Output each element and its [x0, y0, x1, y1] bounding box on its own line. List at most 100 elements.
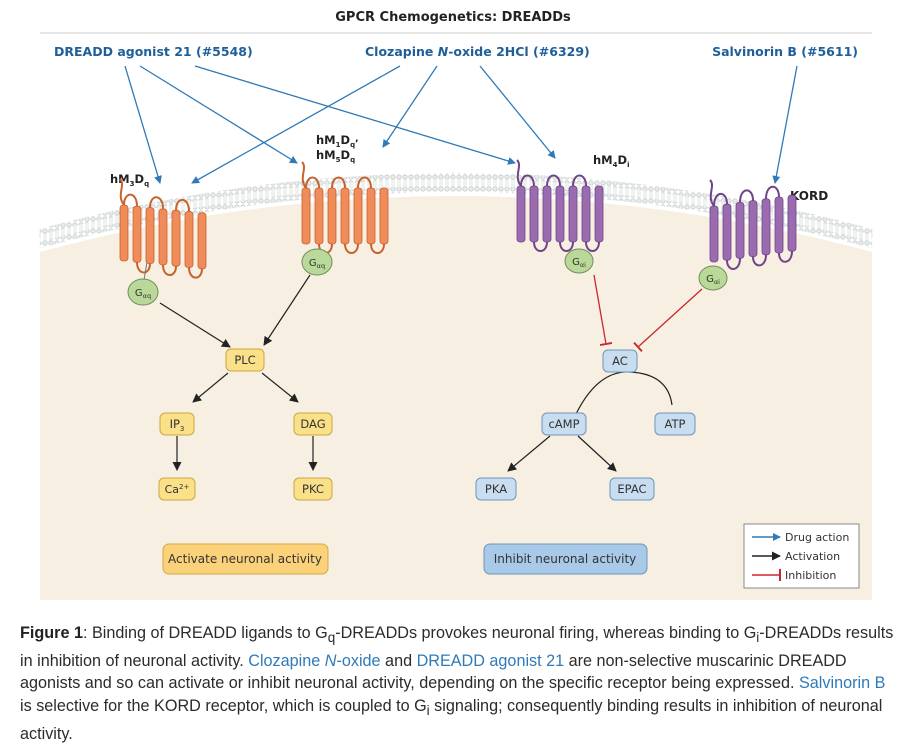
outcome-activate: Activate neuronal activity: [162, 543, 329, 575]
arrow-cno-to-hm5dq: [382, 65, 438, 148]
drug-action-arrows: [124, 65, 798, 184]
transmembrane-helix: [366, 187, 376, 245]
transmembrane-helix: [555, 185, 565, 243]
transmembrane-helix: [301, 187, 311, 245]
receptor-hm1dq-hm5dq: [301, 161, 389, 254]
transmembrane-helix: [171, 209, 181, 267]
receptor-kord: [709, 179, 797, 270]
drug-label-agonist21: DREADD agonist 21 (#5548): [54, 44, 253, 59]
node-ca: Ca2+: [158, 477, 196, 501]
svg-text:ATP: ATP: [665, 417, 686, 431]
transmembrane-helix: [709, 205, 719, 263]
receptor-n-terminus: [301, 161, 307, 189]
receptor-loop: [559, 241, 574, 252]
transmembrane-helix: [145, 207, 155, 265]
receptor-loop: [546, 174, 561, 187]
receptor-loop: [188, 267, 203, 279]
transmembrane-helix: [184, 211, 194, 268]
receptor-hm3dq: [119, 178, 207, 279]
transmembrane-helix: [379, 187, 389, 245]
receptor-loop: [136, 262, 151, 274]
outcome-inhibit: Inhibit neuronal activity: [483, 543, 648, 575]
transmembrane-helix: [353, 187, 363, 245]
node-atp: ATP: [654, 412, 696, 436]
transmembrane-helix: [158, 208, 168, 266]
receptor-loop: [726, 258, 741, 270]
receptor-loop: [713, 192, 728, 207]
receptor-n-terminus: [709, 179, 715, 207]
dreadd-diagram: GPCR Chemogenetics: DREADDs DREADD agoni…: [38, 10, 874, 600]
receptor-loop: [585, 241, 600, 252]
receptor-label-hm5dq: hM5Dq: [316, 148, 355, 164]
svg-text:PKC: PKC: [302, 482, 324, 496]
receptor-loop: [331, 176, 346, 189]
transmembrane-helix: [132, 205, 142, 263]
receptor-loop: [533, 241, 548, 252]
receptor-loop: [175, 198, 190, 212]
legend-activation: Activation: [785, 550, 840, 563]
svg-text:DAG: DAG: [300, 417, 325, 431]
svg-text:PLC: PLC: [234, 353, 255, 367]
receptor-hm4di: [516, 159, 604, 252]
transmembrane-helix: [722, 203, 732, 261]
transmembrane-helix: [748, 200, 758, 258]
g-protein-gai-hm4di: Gαi: [564, 248, 594, 274]
link-dreadd-agonist-21[interactable]: DREADD agonist 21: [416, 651, 565, 670]
receptor-loop: [739, 189, 754, 203]
receptor-label-kord: KORD: [790, 189, 828, 203]
arrow-cno-to-hm3dq: [191, 65, 401, 184]
svg-text:Activate neuronal activity: Activate neuronal activity: [168, 552, 322, 566]
transmembrane-helix: [542, 185, 552, 243]
svg-text:AC: AC: [612, 354, 628, 368]
arrow-cno-to-hm4di: [479, 65, 556, 159]
svg-text:PKA: PKA: [485, 482, 507, 496]
arrow-agonist21-to-hm1dq: [139, 65, 298, 164]
transmembrane-helix: [340, 187, 350, 245]
arrow-agonist21-to-hm4di: [194, 65, 516, 165]
receptor-loop: [520, 174, 535, 187]
receptor-n-terminus: [516, 159, 522, 187]
arrow-agonist21-to-hm3dq: [124, 65, 162, 184]
receptor-loop: [357, 176, 372, 189]
transmembrane-helix: [197, 212, 207, 270]
legend: Drug action Activation Inhibition: [743, 523, 860, 589]
node-pkc: PKC: [293, 477, 333, 501]
cytoplasm: [40, 196, 872, 600]
receptor-loop: [149, 196, 164, 209]
receptor-loop: [344, 243, 359, 254]
link-clozapine-n-oxide[interactable]: Clozapine N-oxide: [248, 651, 381, 670]
receptor-loop: [123, 193, 138, 207]
receptor-loop: [162, 264, 177, 277]
link-salvinorin-b[interactable]: Salvinorin B: [798, 674, 886, 693]
figure-title: GPCR Chemogenetics: DREADDs: [335, 10, 571, 25]
svg-text:Inhibit neuronal activity: Inhibit neuronal activity: [494, 552, 637, 566]
drug-label-cno: Clozapine N-oxide 2HCl (#6329): [365, 44, 590, 59]
drug-label-salvinorin: Salvinorin B (#5611): [712, 44, 858, 59]
receptor-label-hm1dq: hM1Dq,: [316, 133, 359, 149]
node-pka: PKA: [475, 477, 517, 501]
transmembrane-helix: [774, 196, 784, 254]
figure-caption: Figure 1: Binding of DREADD ligands to G…: [20, 624, 894, 743]
transmembrane-helix: [516, 185, 526, 243]
transmembrane-helix: [787, 194, 797, 252]
receptor-loop: [765, 185, 780, 199]
legend-drug-action: Drug action: [785, 531, 849, 544]
svg-text:EPAC: EPAC: [617, 482, 646, 496]
transmembrane-helix: [119, 204, 129, 262]
transmembrane-helix: [529, 185, 539, 243]
transmembrane-helix: [761, 198, 771, 256]
inhibition-lines: [593, 274, 703, 353]
svg-text:cAMP: cAMP: [548, 417, 579, 431]
node-ip3: IP3: [159, 412, 195, 436]
receptor-loop: [572, 174, 587, 187]
receptor-label-hm3dq: hM3Dq: [110, 172, 149, 188]
receptor-n-terminus: [119, 178, 125, 206]
transmembrane-helix: [581, 185, 591, 243]
arrow-salvinorin-to-kord: [772, 65, 798, 184]
g-protein-gaq-left: Gαq: [127, 261, 159, 306]
caption-figure-label: Figure 1: [20, 624, 83, 642]
node-plc: PLC: [225, 348, 265, 372]
receptor-loop: [778, 251, 793, 263]
node-dag: DAG: [293, 412, 333, 436]
transmembrane-helix: [568, 185, 578, 243]
